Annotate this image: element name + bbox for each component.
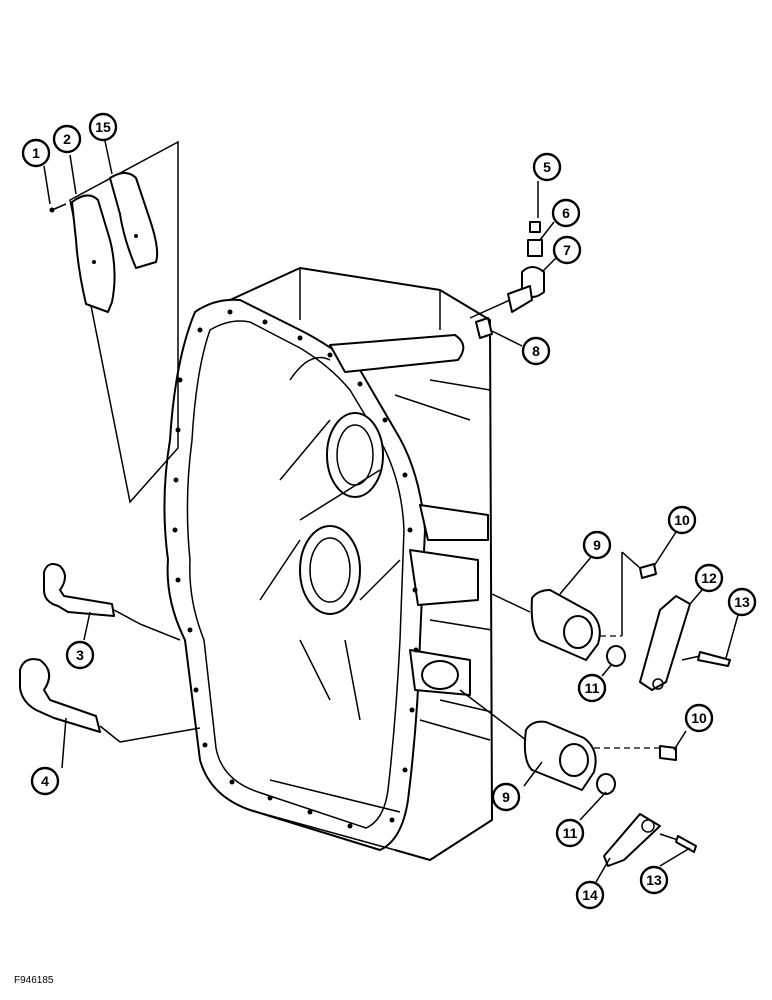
svg-text:13: 13 bbox=[734, 594, 750, 610]
shift-housing-lower bbox=[459, 689, 697, 867]
callout-8: 8 bbox=[521, 336, 551, 366]
fitting-stack bbox=[469, 221, 545, 339]
callout-13-lower: 13 bbox=[639, 865, 669, 895]
callout-4: 4 bbox=[30, 766, 60, 796]
callout-13-upper: 13 bbox=[727, 587, 757, 617]
svg-text:1: 1 bbox=[32, 145, 40, 161]
shift-housing-upper bbox=[491, 551, 731, 691]
callout-5: 5 bbox=[532, 152, 562, 182]
callout-7: 7 bbox=[552, 235, 582, 265]
svg-text:11: 11 bbox=[563, 825, 578, 841]
screw-part-1 bbox=[49, 203, 67, 213]
svg-text:14: 14 bbox=[582, 887, 598, 903]
svg-text:12: 12 bbox=[701, 570, 717, 586]
svg-text:9: 9 bbox=[502, 789, 510, 805]
svg-text:6: 6 bbox=[562, 205, 570, 221]
svg-text:4: 4 bbox=[41, 773, 49, 789]
callout-2: 2 bbox=[52, 124, 82, 154]
callout-14: 14 bbox=[575, 880, 605, 910]
svg-text:11: 11 bbox=[585, 680, 600, 696]
callout-6: 6 bbox=[551, 198, 581, 228]
leader-lines bbox=[43, 140, 739, 883]
callout-12: 12 bbox=[694, 563, 724, 593]
svg-text:3: 3 bbox=[76, 647, 84, 663]
shift-shaft-4 bbox=[19, 658, 201, 743]
callout-9-lower: 9 bbox=[491, 782, 521, 812]
cover-plates bbox=[69, 140, 179, 504]
callout-11-upper: 11 bbox=[577, 673, 607, 703]
svg-text:2: 2 bbox=[63, 131, 71, 147]
svg-text:9: 9 bbox=[593, 537, 601, 553]
svg-text:10: 10 bbox=[674, 512, 690, 528]
callout-3: 3 bbox=[65, 640, 95, 670]
callout-10-upper: 10 bbox=[667, 505, 697, 535]
callout-15: 15 bbox=[88, 112, 118, 142]
callout-1: 1 bbox=[21, 138, 51, 168]
callout-10-lower: 10 bbox=[684, 703, 714, 733]
callout-11-lower: 11 bbox=[555, 818, 585, 848]
figure-id: F946185 bbox=[14, 975, 54, 986]
svg-text:13: 13 bbox=[646, 872, 662, 888]
svg-text:8: 8 bbox=[532, 343, 540, 359]
svg-text:7: 7 bbox=[563, 242, 571, 258]
svg-text:15: 15 bbox=[95, 119, 111, 135]
shift-shaft-3 bbox=[43, 563, 181, 641]
svg-text:10: 10 bbox=[691, 710, 707, 726]
svg-text:5: 5 bbox=[543, 159, 551, 175]
callout-9-upper: 9 bbox=[582, 530, 612, 560]
transmission-housing bbox=[163, 267, 493, 861]
